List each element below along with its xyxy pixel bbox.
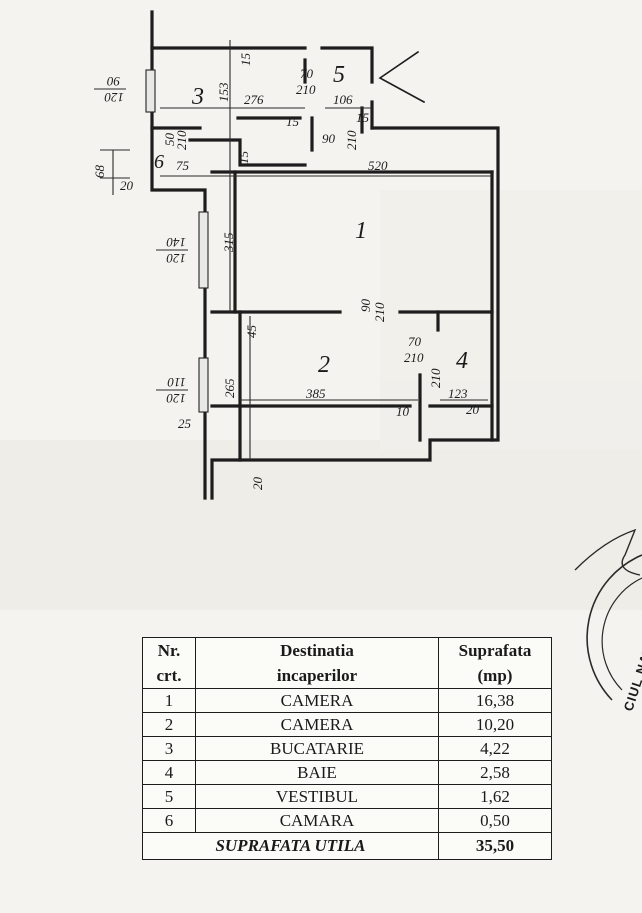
row-area: 16,38: [438, 688, 552, 713]
dim-20-b: 20: [466, 402, 480, 417]
dim-210-e: 210: [428, 368, 443, 388]
dim-153: 153: [216, 82, 231, 102]
room-label-4: 4: [456, 348, 468, 374]
dim-10: 10: [396, 404, 410, 419]
dim-210-b: 210: [174, 130, 189, 150]
dim-123: 123: [448, 386, 468, 401]
header-destination: Destinatia: [195, 637, 439, 663]
row-nr: 1: [142, 688, 196, 713]
dim-70-b: 70: [408, 334, 422, 349]
dim-276: 276: [244, 92, 264, 107]
room-label-1: 1: [355, 218, 367, 244]
room-label-6: 6: [154, 151, 164, 173]
dim-106: 106: [333, 92, 353, 107]
row-nr: 6: [142, 808, 196, 833]
dim-15-c: 15: [356, 110, 370, 125]
row-area: 2,58: [438, 760, 552, 785]
row-name: BAIE: [195, 760, 439, 785]
table-row: 5 VESTIBUL 1,62: [142, 784, 552, 809]
total-area: 35,50: [438, 832, 552, 860]
table-row: 1 CAMERA 16,38: [142, 688, 552, 713]
row-nr: 2: [142, 712, 196, 737]
room-label-3: 3: [191, 84, 204, 110]
dim-20-a: 20: [120, 178, 134, 193]
dim-210-a: 210: [344, 130, 359, 150]
row-nr: 3: [142, 736, 196, 761]
window-3-width: 120: [166, 391, 186, 406]
row-nr: 4: [142, 760, 196, 785]
dim-90-a: 90: [322, 131, 336, 146]
header-nr: Nr.: [142, 637, 196, 663]
table-row: 6 CAMARA 0,50: [142, 808, 552, 833]
row-name: CAMERA: [195, 712, 439, 737]
dim-68: 68: [92, 165, 107, 179]
row-area: 10,20: [438, 712, 552, 737]
windows: [145, 69, 209, 413]
row-nr: 5: [142, 784, 196, 809]
dim-210-d: 210: [404, 350, 424, 365]
dim-25: 25: [178, 416, 192, 431]
dim-15-b: 15: [286, 114, 300, 129]
dim-315: 315: [221, 232, 236, 253]
table-header-row-1: Nr. Destinatia Suprafata: [142, 637, 552, 663]
room-label-2: 2: [318, 352, 330, 378]
dim-70-top: 70: [300, 66, 314, 81]
header-rooms: incaperilor: [195, 663, 439, 689]
table-total-row: SUPRAFATA UTILA 35,50: [142, 832, 552, 860]
dim-385: 385: [305, 386, 326, 401]
entrance-arrow-icon: [378, 50, 426, 104]
dim-210-c: 210: [372, 302, 387, 322]
dim-210-top: 210: [296, 82, 316, 97]
table-header-row-2: crt. incaperilor (mp): [142, 663, 552, 689]
row-name: CAMERA: [195, 688, 439, 713]
window-1-height: 90: [107, 74, 121, 89]
dimension-lines: [100, 40, 492, 460]
window-label-2: 120 140: [156, 235, 188, 266]
dim-45: 45: [244, 325, 259, 339]
row-area: 0,50: [438, 808, 552, 833]
row-name: VESTIBUL: [195, 784, 439, 809]
window-1-width: 120: [104, 90, 124, 105]
dim-520: 520: [368, 158, 388, 173]
row-area: 1,62: [438, 784, 552, 809]
dim-50: 50: [162, 133, 177, 147]
header-crt: crt.: [142, 663, 196, 689]
header-area: Suprafata: [438, 637, 552, 663]
window-3-height: 110: [167, 375, 186, 390]
area-table: Nr. Destinatia Suprafata crt. incaperilo…: [142, 637, 552, 860]
dim-15-d: 15: [236, 151, 251, 165]
row-area: 4,22: [438, 736, 552, 761]
window-2-height: 140: [166, 235, 186, 250]
table-row: 2 CAMERA 10,20: [142, 712, 552, 737]
row-name: CAMARA: [195, 808, 439, 833]
window-label-1: 120 90: [94, 74, 126, 105]
header-unit: (mp): [438, 663, 552, 689]
total-label: SUPRAFATA UTILA: [142, 832, 439, 860]
window-label-3: 120 110: [156, 375, 188, 406]
scan-noise: [0, 190, 642, 610]
dim-15-a: 15: [238, 53, 253, 67]
window-2-width: 120: [166, 251, 186, 266]
dim-20-c: 20: [250, 477, 265, 491]
room-label-5: 5: [333, 62, 345, 88]
dim-75: 75: [176, 158, 190, 173]
dim-265: 265: [222, 378, 237, 398]
row-name: BUCATARIE: [195, 736, 439, 761]
table-row: 4 BAIE 2,58: [142, 760, 552, 785]
seal-text: CIUL NATION: [621, 619, 642, 713]
table-row: 3 BUCATARIE 4,22: [142, 736, 552, 761]
walls: [150, 10, 500, 500]
dim-90-b: 90: [358, 299, 373, 313]
